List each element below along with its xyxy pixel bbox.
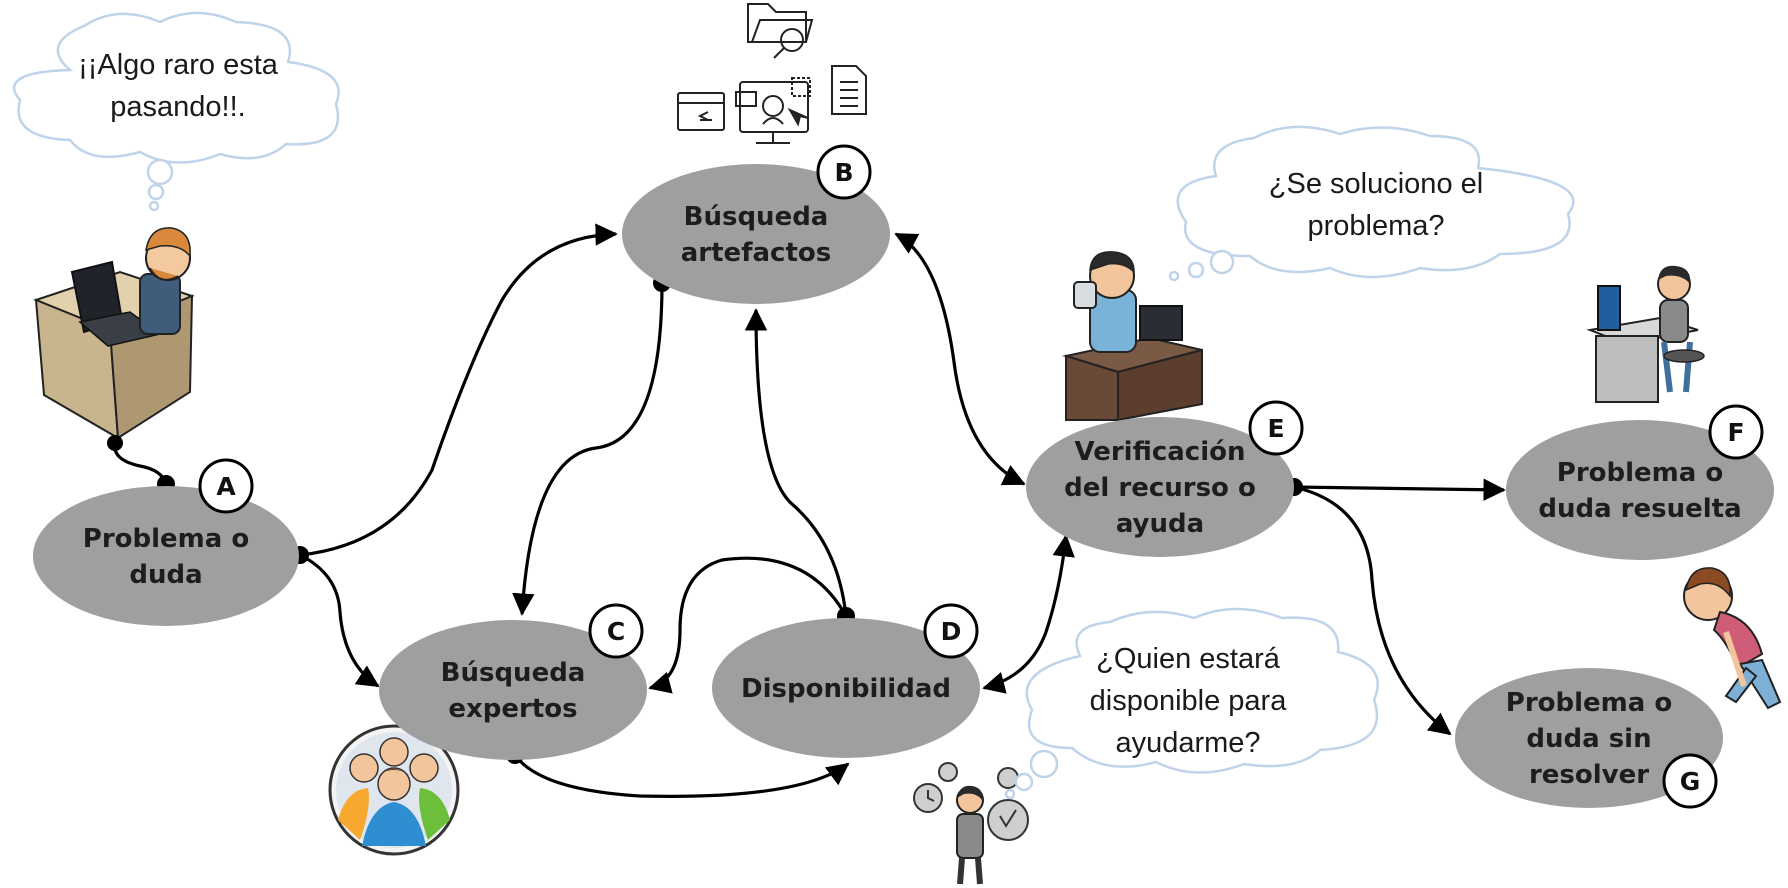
node-d: Disponibilidad D bbox=[712, 603, 980, 758]
node-c-badge-letter: C bbox=[607, 617, 625, 646]
happy-user-at-desk-illustration bbox=[1586, 265, 1705, 403]
node-f-shape bbox=[1506, 420, 1774, 560]
node-g-label-line: Problema o bbox=[1506, 688, 1672, 718]
node-g-label-line: duda sin bbox=[1526, 724, 1651, 754]
node-a: Problema o duda A bbox=[33, 458, 299, 626]
node-a-badge bbox=[198, 458, 254, 514]
thought-algo-raro-text-line: pasando!!. bbox=[110, 91, 245, 123]
edge-A-to-B bbox=[299, 223, 618, 557]
node-e-badge bbox=[1248, 400, 1304, 456]
node-d-shape bbox=[712, 618, 980, 758]
node-b-badge-letter: B bbox=[834, 158, 853, 187]
node-f-label-line: duda resuelta bbox=[1538, 494, 1741, 524]
node-b-badge bbox=[816, 144, 872, 200]
node-c-label-line: Búsqueda bbox=[441, 658, 586, 688]
node-g-badge bbox=[1662, 753, 1718, 809]
node-g-shape bbox=[1455, 668, 1723, 808]
thought-se-soluciono-text-line: ¿Se soluciono el bbox=[1269, 168, 1483, 200]
node-f-badge-letter: F bbox=[1727, 418, 1744, 447]
edge-A-to-C bbox=[299, 553, 380, 688]
node-a-shape bbox=[33, 486, 299, 626]
terminal-window-icon bbox=[677, 92, 725, 131]
node-g-badge-letter: G bbox=[1680, 767, 1701, 796]
node-e-badge-letter: E bbox=[1267, 414, 1284, 443]
edge-E-to-G bbox=[1293, 485, 1452, 736]
thought-quien-estara-text-line: ayudarme? bbox=[1115, 727, 1260, 759]
node-d-badge-letter: D bbox=[941, 617, 962, 646]
confused-user-at-desk-illustration bbox=[33, 227, 195, 451]
thought-quien-estara-text-line: disponible para bbox=[1090, 685, 1288, 717]
node-a-badge-letter: A bbox=[216, 472, 236, 501]
node-b-shape bbox=[622, 164, 890, 304]
edge-D-to-E bbox=[982, 534, 1075, 694]
node-e-label-line: del recurso o bbox=[1064, 473, 1256, 503]
edge-user-to-A bbox=[113, 442, 168, 485]
node-a-label-line: Problema o bbox=[83, 524, 249, 554]
document-icon bbox=[831, 65, 867, 115]
user-drinking-coffee-at-desk-illustration bbox=[1062, 251, 1203, 422]
monitor-user-icon bbox=[735, 77, 811, 144]
node-f-badge bbox=[1708, 404, 1764, 460]
node-d-badge bbox=[923, 603, 979, 659]
thought-cloud-quien-estara bbox=[1004, 607, 1379, 800]
edge-E-to-F bbox=[1293, 478, 1506, 501]
thought-cloud-algo-raro bbox=[13, 11, 340, 212]
edge-B-to-C bbox=[512, 282, 664, 616]
nodes: Problema odudaABúsquedaartefactosBBúsque… bbox=[33, 144, 1774, 809]
node-e: Verificación del recurso o ayuda E bbox=[1026, 400, 1304, 557]
edge-D-to-B bbox=[744, 308, 848, 617]
experts-group-avatar-illustration bbox=[328, 724, 460, 856]
thought-texts: ¡¡Algo raro esta pasando!!. ¿Se soluciono … bbox=[78, 49, 1483, 759]
sad-user-illustration bbox=[1683, 567, 1782, 710]
edge-C-to-D bbox=[513, 754, 850, 798]
node-c-shape bbox=[379, 620, 647, 760]
node-g: Problema o duda sin resolver G bbox=[1455, 668, 1723, 809]
thought-cloud-se-soluciono bbox=[1168, 125, 1575, 282]
node-e-label-line: Verificación bbox=[1075, 437, 1246, 467]
node-f: Problema o duda resuelta F bbox=[1506, 404, 1774, 560]
node-c-label-line: expertos bbox=[448, 694, 577, 724]
edge-B-to-E bbox=[894, 232, 1026, 486]
node-b-label-line: artefactos bbox=[681, 238, 831, 268]
thought-quien-estara-text-line: ¿Quien estará bbox=[1096, 643, 1281, 675]
folder-search-icon bbox=[747, 3, 814, 59]
edge-D-to-C bbox=[648, 556, 848, 694]
node-g-label-line: resolver bbox=[1529, 760, 1649, 790]
thought-se-soluciono-text-line: problema? bbox=[1307, 210, 1444, 242]
artifact-icons-illustration bbox=[677, 3, 867, 144]
node-c-badge bbox=[588, 603, 644, 659]
node-b-label-line: Búsqueda bbox=[684, 202, 829, 232]
thought-algo-raro-text-line: ¡¡Algo raro esta bbox=[78, 49, 279, 81]
node-a-label-line: duda bbox=[129, 560, 202, 590]
node-e-label-line: ayuda bbox=[1116, 509, 1204, 539]
node-e-shape bbox=[1026, 417, 1294, 557]
node-d-label-line: Disponibilidad bbox=[741, 674, 951, 704]
node-c: Búsqueda expertos C bbox=[379, 603, 647, 760]
node-b: Búsqueda artefactos B bbox=[622, 144, 890, 304]
node-f-label-line: Problema o bbox=[1557, 458, 1723, 488]
waiting-user-with-clocks-illustration bbox=[913, 762, 1029, 885]
